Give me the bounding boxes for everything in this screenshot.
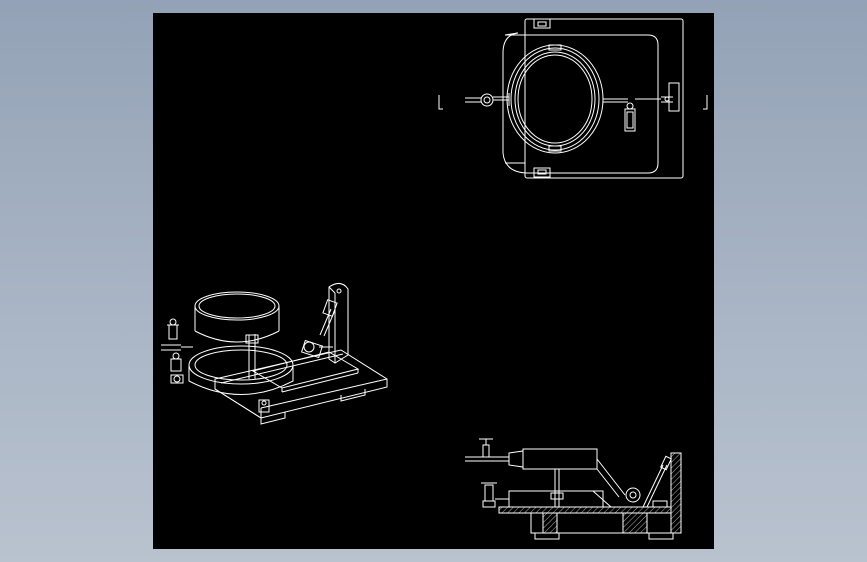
- cad-drawing: [161, 18, 708, 540]
- cad-drawing-viewport[interactable]: [153, 13, 714, 549]
- isometric-view: [161, 283, 388, 425]
- top-view: [438, 18, 708, 179]
- front-section-view: [465, 438, 682, 540]
